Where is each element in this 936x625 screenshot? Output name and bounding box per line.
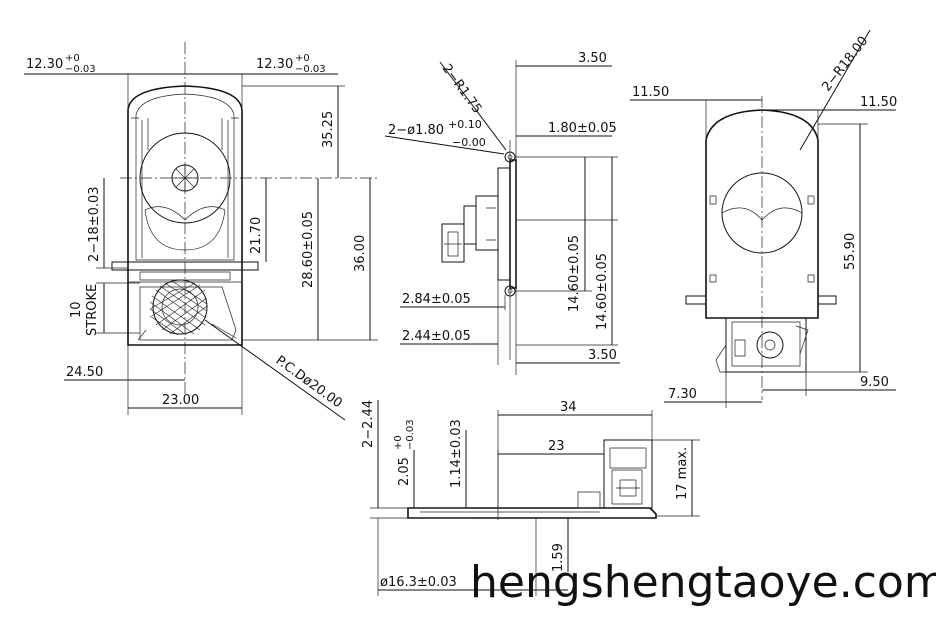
front-view: 12.30 +0 −0.03 12.30 +0 −0.03 35.25 2−18… — [24, 42, 380, 421]
dim-bottom-3-50: 3.50 — [588, 348, 617, 363]
dim-36-00: 36.00 — [353, 235, 368, 272]
dim-w-34: 34 — [560, 400, 577, 415]
dim-top-left: 12.30 — [26, 57, 63, 72]
dim-24-50: 24.50 — [66, 365, 103, 380]
dim-stroke-value: 10 — [69, 301, 84, 318]
dim-top-right: 12.30 — [256, 57, 293, 72]
dim-left-7-30: 7.30 — [668, 387, 697, 402]
dim-dia-16-3: ø16.3±0.03 — [380, 575, 457, 590]
dim-2-05: 2.05 — [397, 457, 412, 486]
bottom-view: 34 23 2−2.44 2.05 +0 −0.03 1.14±0.03 17 … — [361, 400, 700, 596]
dim-hole-tol-upper: +0.10 — [448, 118, 482, 131]
dim-1-80: 1.80±0.05 — [548, 121, 617, 136]
dim-2-05-tol-upper: +0 — [393, 435, 404, 450]
dim-w-23: 23 — [548, 439, 565, 454]
dim-top-3-50: 3.50 — [578, 51, 607, 66]
dim-hole-tol-lower: −0.00 — [452, 136, 486, 149]
dim-21-70: 21.70 — [249, 217, 264, 254]
dim-radius-2-r18: 2−R18.00 — [819, 34, 871, 95]
rear-view: 2−R18.00 11.50 11.50 55.90 7.30 9.50 — [630, 29, 897, 408]
dim-35-25: 35.25 — [321, 111, 336, 148]
dim-2-05-tol-lower: −0.03 — [405, 419, 416, 450]
dim-stroke-label: STROKE — [85, 284, 100, 336]
dim-2-44: 2.44±0.05 — [402, 329, 471, 344]
dim-14-60-a: 14.60±0.05 — [567, 235, 582, 312]
dim-55-90: 55.90 — [843, 233, 858, 270]
watermark-text: hengshengtaoye.com — [470, 557, 936, 608]
dim-23-00: 23.00 — [162, 393, 199, 408]
dim-2-2-44: 2−2.44 — [361, 400, 376, 448]
dim-top-left-tol-lower: −0.03 — [65, 64, 96, 75]
side-view: 3.50 2−R1.75 2−ø1.80 +0.10 −0.00 1.80±0.… — [384, 51, 620, 375]
dim-right-9-50: 9.50 — [860, 375, 889, 390]
dim-2-84: 2.84±0.05 — [402, 292, 471, 307]
dim-pcd: P.C.Dø20.00 — [273, 353, 345, 411]
dim-top-right-tol-upper: +0 — [295, 53, 310, 64]
dim-top-right-tol-lower: −0.03 — [295, 64, 326, 75]
dim-17-max: 17 max. — [675, 447, 690, 500]
dim-holes-2-18: 2−18±0.03 — [87, 186, 102, 262]
dim-left-11-50: 11.50 — [632, 85, 669, 100]
dim-top-left-tol-upper: +0 — [65, 53, 80, 64]
dim-1-59: 1.59 — [551, 543, 566, 572]
dim-14-60-b: 14.60±0.05 — [595, 253, 610, 330]
dim-right-11-50: 11.50 — [860, 95, 897, 110]
dim-radius-2-r1-75: 2−R1.75 — [439, 62, 485, 117]
dim-1-14: 1.14±0.03 — [449, 419, 464, 488]
dim-hole-2-dia: 2−ø1.80 — [388, 123, 444, 138]
dim-28-60: 28.60±0.05 — [301, 211, 316, 288]
